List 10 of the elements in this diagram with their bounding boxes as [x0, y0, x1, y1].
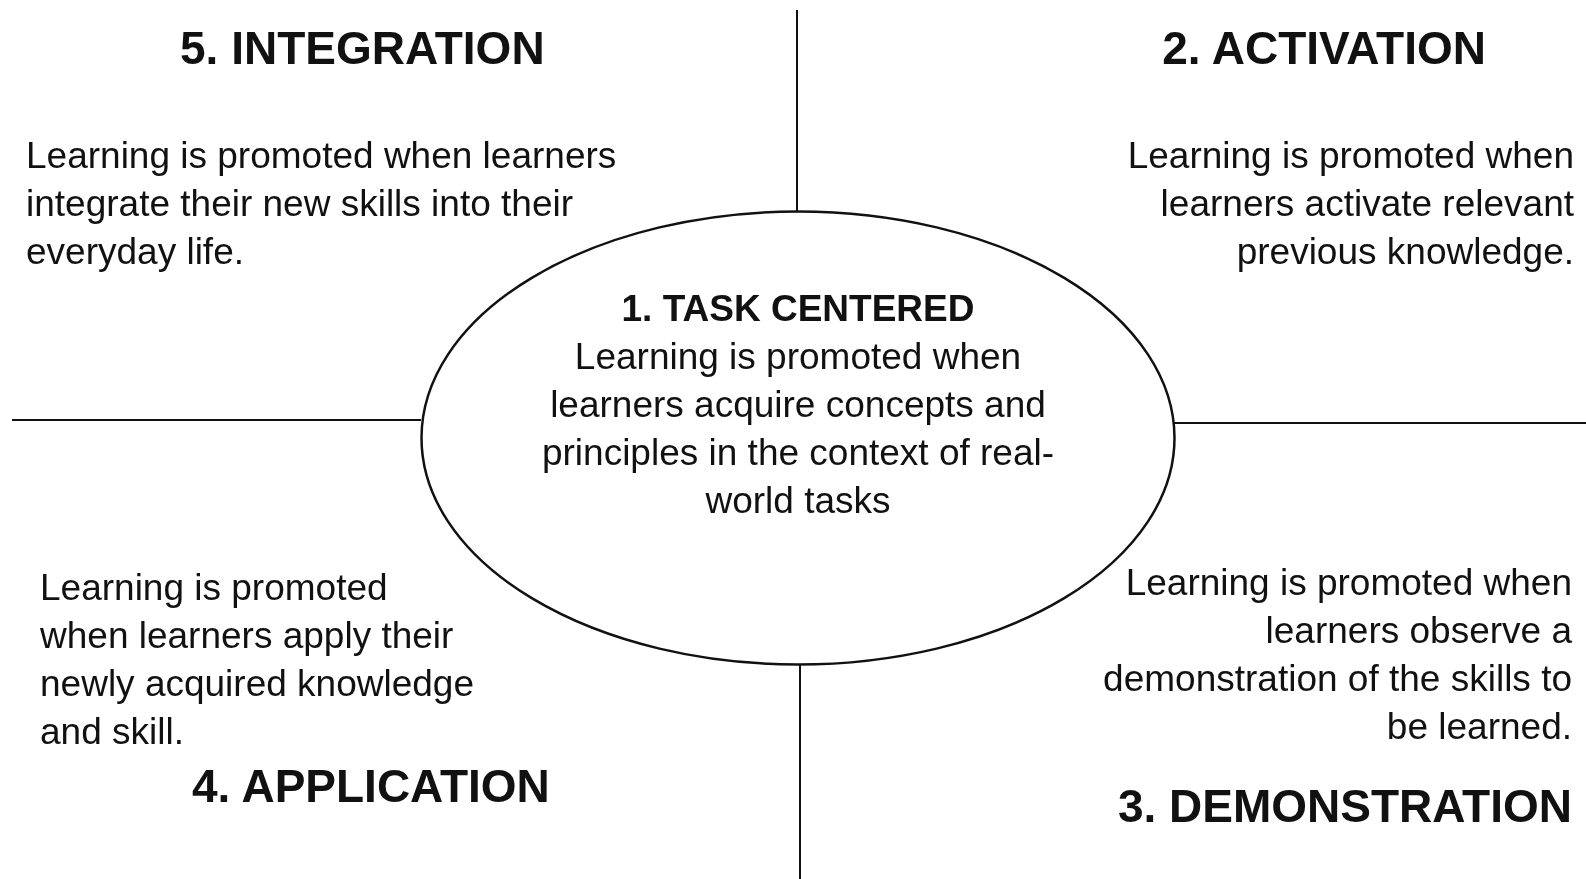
- principle-description: Learning is promoted when learners integrate their new skills into their everyday life.: [26, 134, 618, 274]
- quadrant-heading: 3. DEMONSTRATION: [1117, 780, 1572, 832]
- principle-description: Learning is promoted when learners apply their newly acquired knowledge and skill.: [40, 566, 475, 754]
- quadrant-heading: 2. ACTIVATION: [1162, 22, 1486, 74]
- node-heading: 1. TASK CENTERED: [620, 287, 976, 331]
- principle-description: Learning is promoted when learners observe a demonstration of the skills to be learned.: [1102, 561, 1572, 749]
- quadrant-heading: 5. INTEGRATION: [180, 22, 545, 74]
- quadrant-heading: 4. APPLICATION: [192, 760, 550, 812]
- principle-description: Learning is promoted when learners activate relevant previous knowledge.: [1126, 134, 1574, 274]
- node-description: Learning is promoted when learners acquire concepts and principles in the context of real-world tasks: [540, 335, 1056, 523]
